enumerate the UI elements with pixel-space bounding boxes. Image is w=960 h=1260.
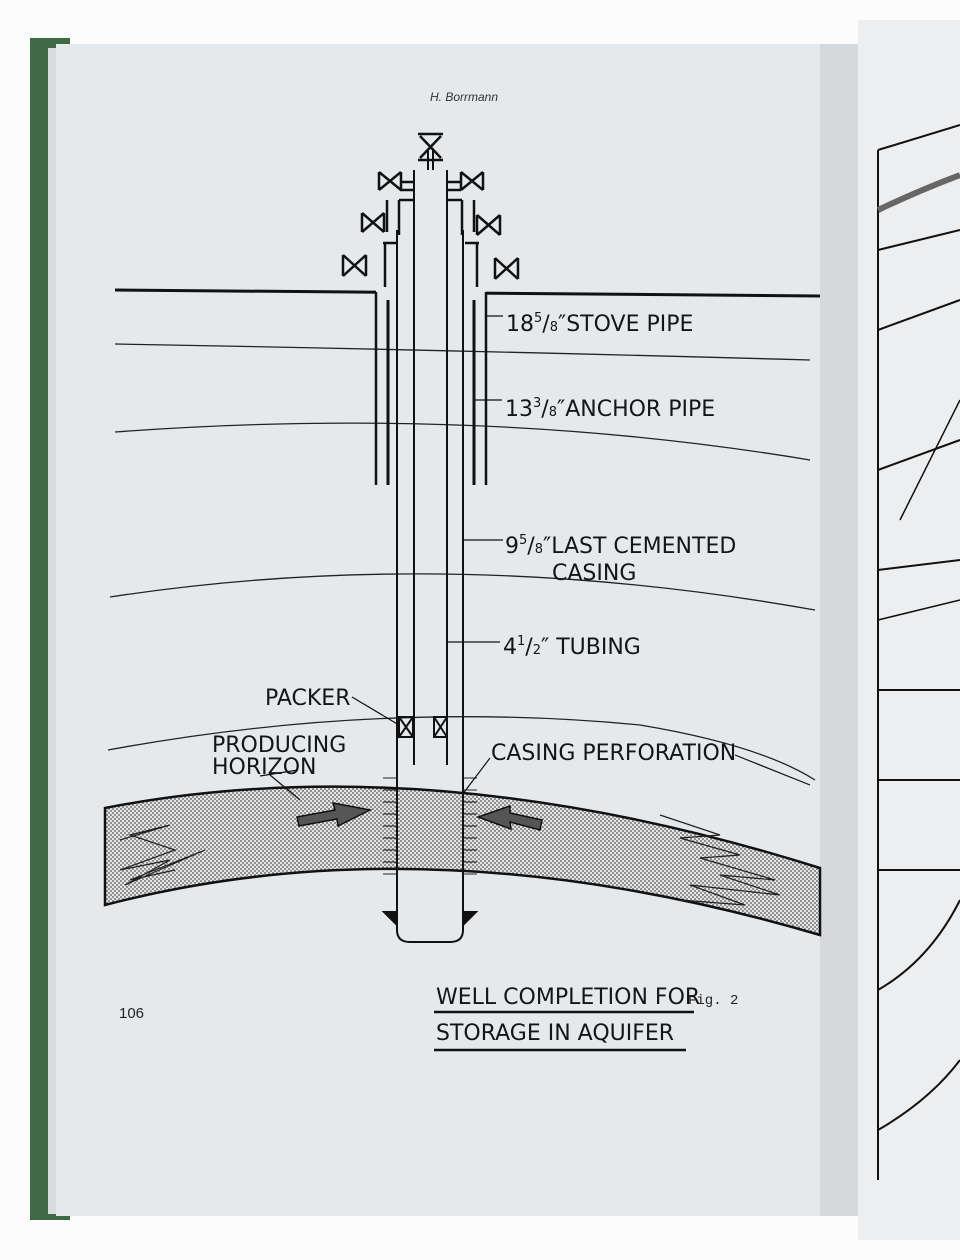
svg-text:95/8″LAST CEMENTED: 95/8″LAST CEMENTED: [505, 533, 736, 559]
page-gutter-shadow: [820, 44, 860, 1216]
label-packer: PACKER: [265, 686, 351, 711]
figure-number: Fig. 2: [688, 993, 738, 1009]
label-stove-pipe: 185/8″STOVE PIPE: [506, 311, 693, 337]
figure-title-line1: WELL COMPLETION FOR: [436, 985, 700, 1010]
page-number: 106: [119, 1005, 144, 1022]
svg-text:185/8″STOVE PIPE: 185/8″STOVE PIPE: [506, 311, 693, 337]
flow-arrows: [296, 802, 543, 831]
label-last-cemented-casing: 95/8″LAST CEMENTED CASING: [505, 533, 736, 586]
svg-text:133/8″ANCHOR PIPE: 133/8″ANCHOR PIPE: [505, 396, 715, 422]
right-page: [858, 20, 960, 1240]
svg-text:CASING: CASING: [552, 561, 636, 586]
right-page-diagram: [876, 124, 960, 1180]
left-page: [56, 44, 854, 1216]
fracture-marks: [119, 814, 781, 906]
svg-text:41/2″ TUBING: 41/2″ TUBING: [503, 634, 641, 660]
label-casing-perforation: CASING PERFORATION: [491, 741, 736, 766]
label-horizon: HORIZON: [212, 755, 316, 780]
label-anchor-pipe: 133/8″ANCHOR PIPE: [505, 396, 715, 422]
label-producing: PRODUCING: [212, 733, 346, 758]
callout-lines: [259, 315, 811, 801]
figure-title-line2: STORAGE IN AQUIFER: [436, 1021, 674, 1046]
strata-lines: [107, 343, 816, 781]
well-casings: [374, 150, 488, 943]
label-tubing: 41/2″ TUBING: [503, 634, 641, 660]
perforations: [383, 777, 477, 875]
wellhead-valves: [341, 132, 520, 287]
running-header: H. Borrmann: [430, 90, 498, 104]
